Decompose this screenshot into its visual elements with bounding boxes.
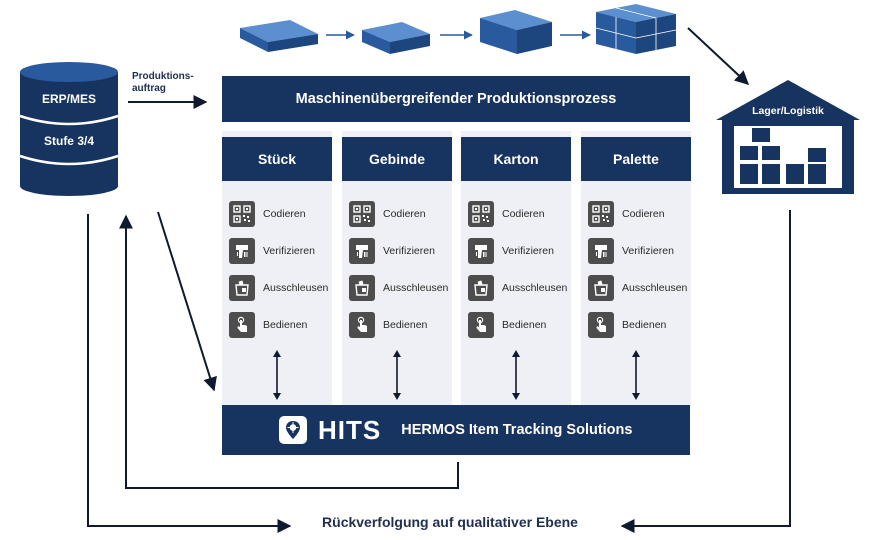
column-title: Palette: [581, 137, 691, 181]
database-icon: [19, 62, 119, 196]
scanner-icon: [229, 238, 255, 264]
erp-label: ERP/MES: [41, 92, 96, 106]
function-label: Bedienen: [502, 319, 547, 331]
reject-bin-icon: [229, 275, 255, 301]
function-label: Bedienen: [622, 319, 667, 331]
function-item: Bedienen: [349, 312, 427, 338]
touch-hand-icon: [588, 312, 614, 338]
function-item: Ausschleusen: [229, 275, 328, 301]
qr-code-icon: [468, 201, 494, 227]
function-item: Ausschleusen: [588, 275, 687, 301]
warehouse-icon: [716, 80, 860, 194]
bidirectional-arrow-icon: [393, 350, 401, 400]
function-label: Verifizieren: [383, 245, 435, 257]
level-label: Stufe 3/4: [43, 134, 94, 148]
hits-logo-icon: [279, 416, 307, 444]
bidirectional-arrow-icon: [273, 350, 281, 400]
qr-code-icon: [588, 201, 614, 227]
order-label-line2: auftrag: [132, 83, 166, 94]
scanner-icon: [588, 238, 614, 264]
function-item: Ausschleusen: [468, 275, 567, 301]
function-label: Codieren: [622, 208, 665, 220]
function-label: Ausschleusen: [622, 282, 688, 294]
qr-code-icon: [349, 201, 375, 227]
function-label: Bedienen: [263, 319, 308, 331]
bidirectional-arrow-icon: [512, 350, 520, 400]
touch-hand-icon: [229, 312, 255, 338]
function-item: Codieren: [349, 201, 426, 227]
reject-bin-icon: [588, 275, 614, 301]
product-stage-pallet-icon: [595, 4, 677, 54]
function-label: Bedienen: [383, 319, 428, 331]
function-label: Ausschleusen: [263, 282, 329, 294]
function-item: Codieren: [468, 201, 545, 227]
traceability-label: Rückverfolgung auf qualitativer Ebene: [322, 514, 578, 530]
process-title-bar: Maschinenübergreifender Produktionsproze…: [222, 76, 690, 122]
hits-bar: HITS HERMOS Item Tracking Solutions: [222, 405, 690, 455]
function-label: Verifizieren: [502, 245, 554, 257]
order-label-line1: Produktions-: [132, 71, 194, 82]
function-item: Codieren: [229, 201, 306, 227]
function-label: Codieren: [263, 208, 306, 220]
touch-hand-icon: [349, 312, 375, 338]
function-label: Ausschleusen: [383, 282, 449, 294]
function-item: Bedienen: [588, 312, 666, 338]
column-title: Karton: [461, 137, 571, 181]
function-label: Verifizieren: [263, 245, 315, 257]
scanner-icon: [468, 238, 494, 264]
hits-full-name: HERMOS Item Tracking Solutions: [401, 422, 633, 438]
bidirectional-arrow-icon: [632, 350, 640, 400]
function-item: Bedienen: [468, 312, 546, 338]
qr-code-icon: [229, 201, 255, 227]
function-item: Ausschleusen: [349, 275, 448, 301]
reject-bin-icon: [468, 275, 494, 301]
function-label: Verifizieren: [622, 245, 674, 257]
column-title: Stück: [222, 137, 332, 181]
function-item: Codieren: [588, 201, 665, 227]
function-item: Verifizieren: [468, 238, 554, 264]
function-item: Bedienen: [229, 312, 307, 338]
function-item: Verifizieren: [229, 238, 315, 264]
hits-logo-text: HITS: [318, 414, 382, 445]
reject-bin-icon: [349, 275, 375, 301]
product-stage-box-icon: [362, 22, 430, 54]
product-stage-carton-icon: [480, 10, 552, 54]
warehouse-label: Lager/Logistik: [752, 105, 824, 117]
function-label: Ausschleusen: [502, 282, 568, 294]
touch-hand-icon: [468, 312, 494, 338]
function-item: Verifizieren: [588, 238, 674, 264]
scanner-icon: [349, 238, 375, 264]
product-stage-flat-icon: [240, 20, 318, 52]
function-item: Verifizieren: [349, 238, 435, 264]
column-title: Gebinde: [342, 137, 452, 181]
function-label: Codieren: [502, 208, 545, 220]
function-label: Codieren: [383, 208, 426, 220]
